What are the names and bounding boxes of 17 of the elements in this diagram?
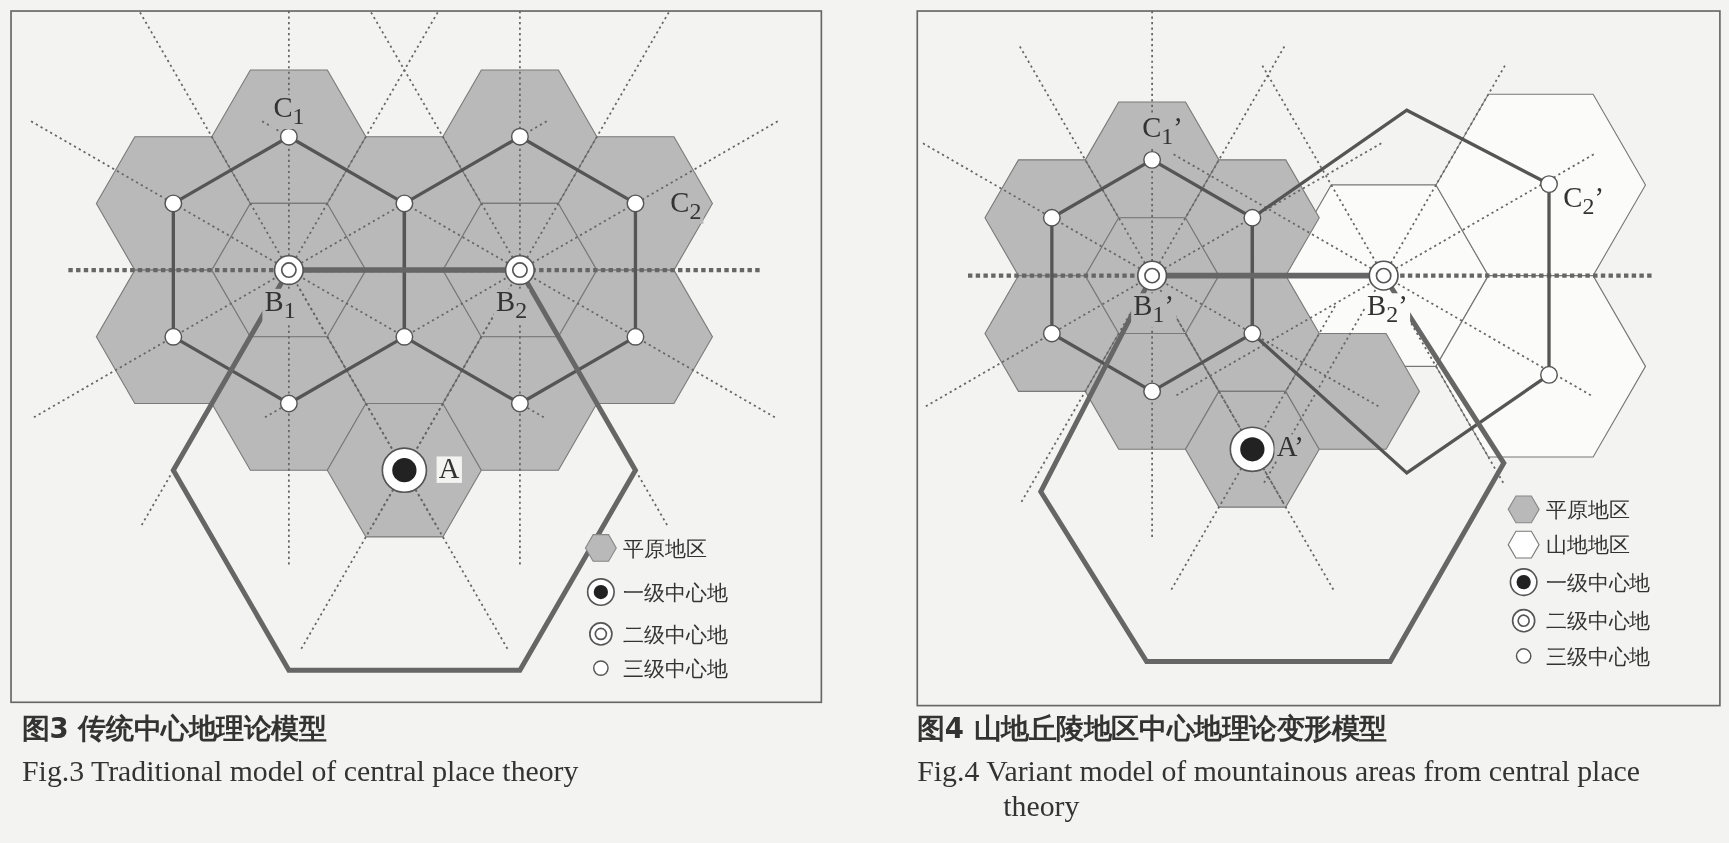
legend-label: 二级中心地	[1545, 607, 1651, 634]
point-label: B$_{2}$	[493, 288, 530, 324]
legend-label: 山地地区	[1545, 531, 1630, 558]
figure-caption: 图4 山地丘陵地区中心地理论变形模型	[917, 712, 1388, 746]
figure-caption: Fig.4 Variant model of mountainous areas from central place theory	[917, 753, 1642, 824]
legend-label: 三级中心地	[622, 655, 728, 682]
legend-label: 一级中心地	[622, 578, 728, 606]
legend-label: 平原地区	[1545, 496, 1630, 523]
figure-caption: 图3 传统中心地理论模型	[22, 712, 327, 746]
legend-label: 三级中心地	[1545, 642, 1651, 670]
figure-caption: Fig.3 Traditional model of central place theory	[22, 753, 579, 789]
point-label: B$_{1}$	[262, 288, 298, 324]
legend-label: 一级中心地	[1545, 569, 1651, 596]
point-label: A	[436, 456, 462, 483]
legend-label: 二级中心地	[622, 620, 728, 648]
legend-label: 平原地区	[622, 534, 707, 562]
point-label: B$_{1}$’	[1131, 293, 1177, 328]
